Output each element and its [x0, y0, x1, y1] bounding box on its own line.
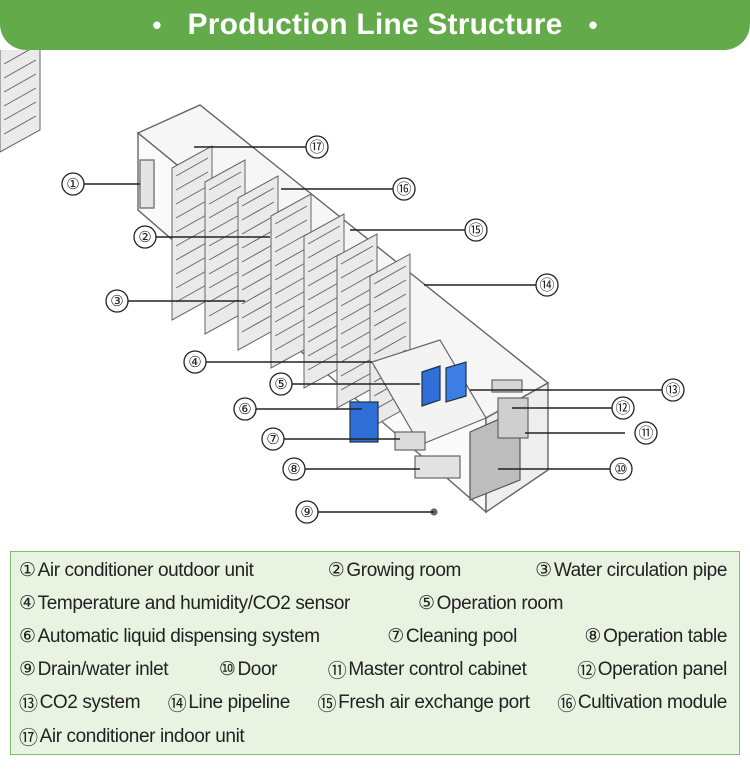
- outdoor-unit: [139, 159, 155, 209]
- page-title: Production Line Structure: [187, 8, 563, 41]
- callout-16: ⑯: [392, 177, 416, 201]
- operation-panel-window-2: [445, 361, 467, 403]
- svg-text:⑤: ⑤: [274, 375, 287, 393]
- callout-13: ⑬: [661, 378, 685, 402]
- operation-room: [349, 339, 529, 516]
- svg-text:⑥: ⑥: [238, 400, 251, 418]
- callout-3: ③: [105, 289, 129, 313]
- callout-11: ⑪: [634, 421, 658, 445]
- container-diagram: ① ② ③ ④ ⑤ ⑥ ⑦ ⑧: [0, 50, 685, 524]
- svg-text:⑫: ⑫: [615, 399, 630, 417]
- cleaning-pool: [394, 431, 426, 451]
- svg-text:⑮: ⑮: [468, 221, 483, 239]
- callouts: ① ② ③ ④ ⑤ ⑥ ⑦ ⑧: [61, 135, 685, 524]
- svg-text:⑰: ⑰: [309, 138, 324, 156]
- svg-text:⑨: ⑨: [300, 503, 313, 521]
- svg-text:⑯: ⑯: [396, 180, 411, 198]
- svg-text:⑭: ⑭: [539, 276, 554, 294]
- operation-table: [414, 455, 461, 479]
- header-banner: • Production Line Structure •: [0, 0, 750, 50]
- header-bullet-left: •: [152, 10, 162, 40]
- callout-6: ⑥: [233, 397, 257, 421]
- svg-text:③: ③: [110, 292, 123, 310]
- cultivation-racks: [0, 50, 411, 429]
- callout-2: ②: [133, 225, 157, 249]
- operation-panel-window-1: [421, 365, 441, 407]
- svg-text:⑦: ⑦: [266, 430, 279, 448]
- leader-lines: [84, 146, 662, 513]
- svg-text:⑩: ⑩: [614, 460, 627, 478]
- svg-text:②: ②: [138, 228, 151, 246]
- callout-7: ⑦: [261, 427, 285, 451]
- header-bullet-right: •: [588, 10, 598, 40]
- callout-14: ⑭: [535, 273, 559, 297]
- callout-1: ①: [61, 172, 85, 196]
- svg-text:④: ④: [188, 353, 201, 371]
- callout-10: ⑩: [609, 457, 633, 481]
- callout-12: ⑫: [611, 396, 635, 420]
- callout-9: ⑨: [295, 500, 319, 524]
- co2-cylinder: [491, 379, 523, 393]
- svg-text:⑪: ⑪: [638, 424, 653, 442]
- svg-text:⑬: ⑬: [665, 381, 680, 399]
- callout-5: ⑤: [269, 372, 293, 396]
- callout-8: ⑧: [282, 457, 306, 481]
- svg-text:①: ①: [66, 175, 79, 193]
- callout-15: ⑮: [464, 218, 488, 242]
- svg-text:⑧: ⑧: [287, 460, 300, 478]
- callout-4: ④: [183, 350, 207, 374]
- master-control-cabinet: [497, 397, 529, 439]
- liquid-dispensing-unit: [349, 401, 379, 443]
- callout-17: ⑰: [305, 135, 329, 159]
